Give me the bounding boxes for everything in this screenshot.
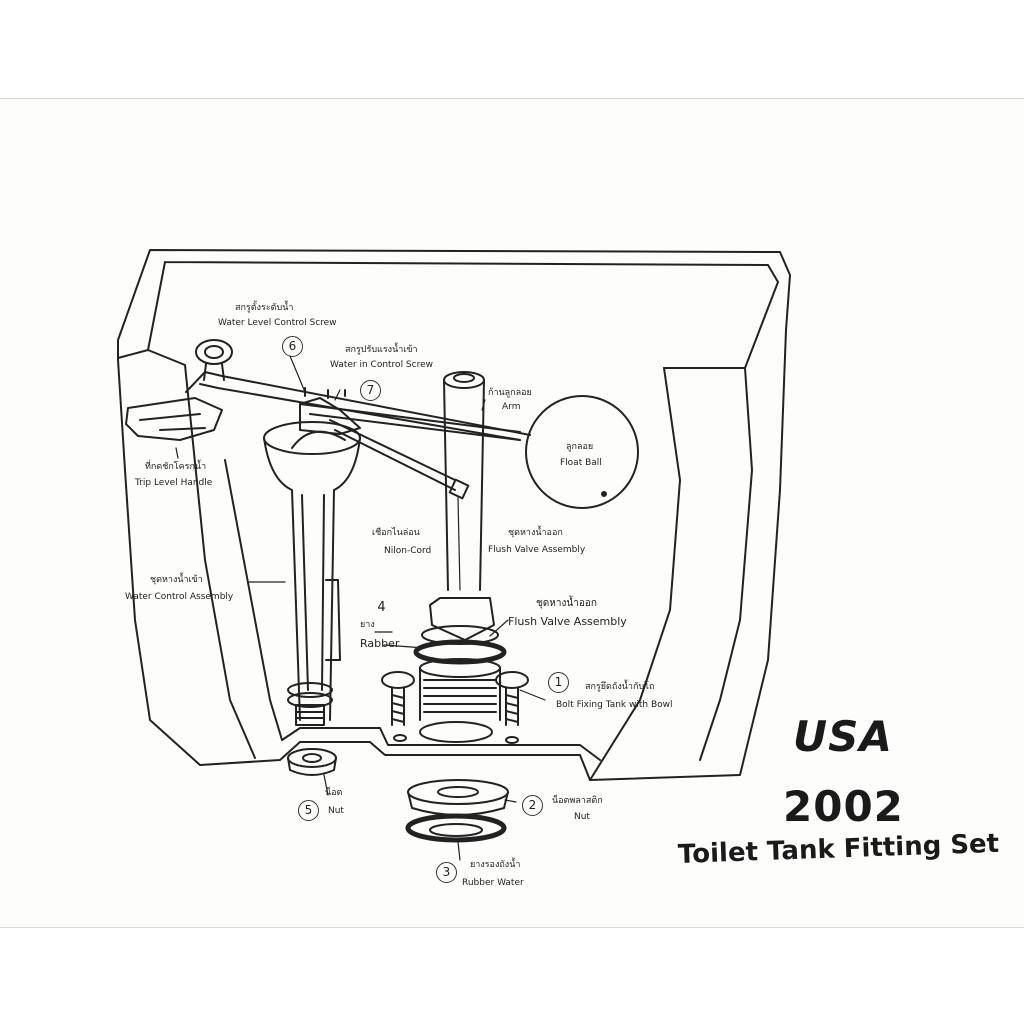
brand-country: USA xyxy=(793,712,893,761)
tank-outline xyxy=(117,249,791,781)
callout-5: 5 xyxy=(298,800,319,821)
tank-inner-right xyxy=(589,367,753,781)
callout-2: 2 xyxy=(522,795,543,816)
label-flush-valve-small-th: ชุดหางน้ำออก xyxy=(508,528,563,538)
label-float-ball-th: ลูกลอย xyxy=(566,442,594,452)
label-float-ball-en: Float Ball xyxy=(560,458,602,468)
label-water-in-screw-en: Water in Control Screw xyxy=(330,360,433,370)
label-nut2-th: น็อตพลาสติก xyxy=(552,796,603,806)
diagram-sheet xyxy=(0,98,1024,928)
label-water-level-screw-th: สกรูตั้งระดับน้ำ xyxy=(235,303,294,313)
brand-year: 2002 xyxy=(783,782,904,831)
label-flush-valve-big-en: Flush Valve Assembly xyxy=(508,615,627,628)
tank-rim xyxy=(117,261,779,369)
label-water-control-th: ชุดหางน้ำเข้า xyxy=(150,575,203,585)
callout-7: 7 xyxy=(360,380,381,401)
label-water-control-en: Water Control Assembly xyxy=(125,592,234,602)
label-bolt-en: Bolt Fixing Tank with Bowl xyxy=(556,700,673,710)
label-nut5-en: Nut xyxy=(328,806,344,816)
tank-floor xyxy=(281,727,601,761)
callout-3: 3 xyxy=(436,862,457,883)
trip-arm xyxy=(185,371,531,436)
label-arm-en: Arm xyxy=(502,402,521,412)
trip-handle xyxy=(125,397,223,441)
label-arm-th: ก้านลูกลอย xyxy=(488,388,532,398)
label-washer-en: Rubber Water xyxy=(462,878,524,888)
callout-4: 4 xyxy=(377,600,386,615)
label-rubber-th: ยาง xyxy=(360,620,375,630)
float-ball xyxy=(525,395,639,509)
label-nut2-en: Nut xyxy=(574,812,590,822)
label-bolt-th: สกรูยึดถังน้ำกับโถ xyxy=(585,682,655,692)
label-rubber-en: Rabber xyxy=(360,637,400,650)
label-flush-valve-small-en: Flush Valve Assembly xyxy=(488,545,586,555)
label-water-in-screw-th: สกรูปรับแรงน้ำเข้า xyxy=(345,345,418,355)
overflow-pipe xyxy=(443,379,485,591)
label-nut5-th: น็อต xyxy=(325,788,343,798)
callout-1: 1 xyxy=(548,672,569,693)
callout-6: 6 xyxy=(282,336,303,357)
label-flush-valve-big-th: ชุดหางน้ำออก xyxy=(536,598,597,609)
label-washer-th: ยางรองถังน้ำ xyxy=(470,860,521,870)
label-nylon-cord-th: เชือกไนล่อน xyxy=(372,528,420,538)
label-water-level-screw-en: Water Level Control Screw xyxy=(218,318,337,328)
label-trip-handle-en: Trip Level Handle xyxy=(135,478,213,488)
label-trip-handle-th: ที่กดชักโครกน้ำ xyxy=(145,462,207,472)
label-nylon-cord-en: Nilon-Cord xyxy=(384,546,432,556)
tank-inner-left xyxy=(184,364,283,759)
